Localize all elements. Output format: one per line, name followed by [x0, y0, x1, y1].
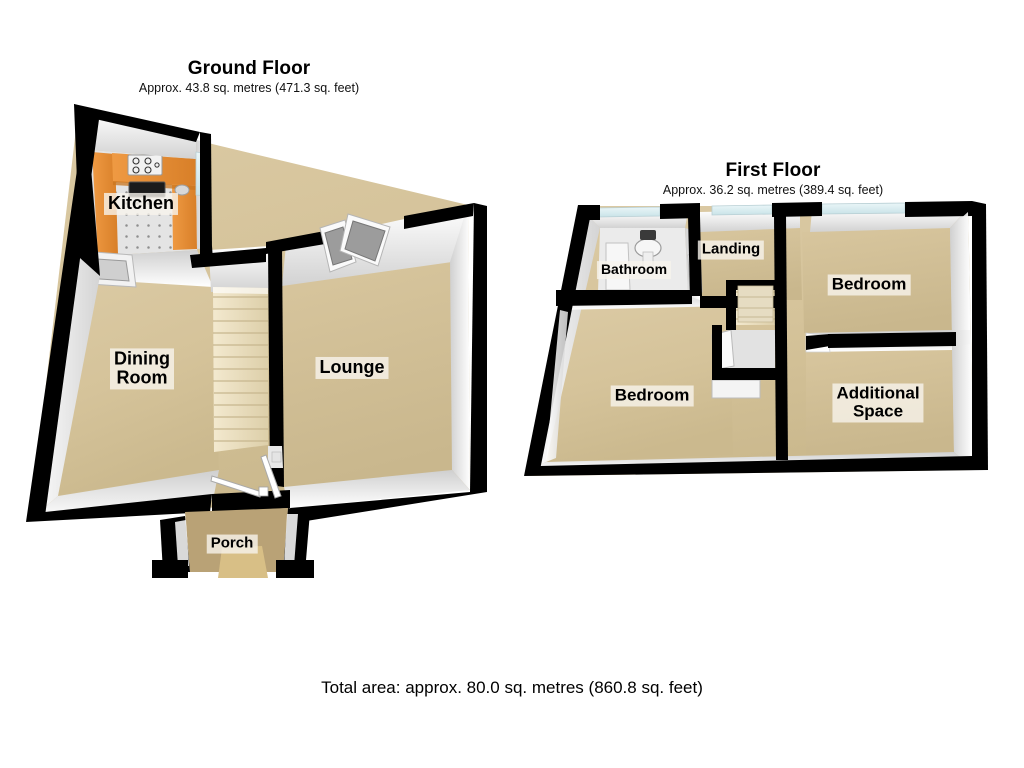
room-label-lounge: Lounge — [315, 356, 389, 380]
room-label-kitchen: Kitchen — [103, 192, 179, 216]
addspace-right-wall-face — [952, 344, 972, 456]
bedroom-rear-left-wall-face — [546, 310, 568, 462]
ground-floor-title: Ground Floor — [187, 58, 311, 79]
dining-wall-bottom-face — [30, 470, 219, 520]
ground-floor-model — [26, 104, 487, 578]
kitchen-units-right — [172, 184, 197, 250]
room-label-bedroom-rear: Bedroom — [610, 385, 694, 407]
total-area-text: Total area: approx. 80.0 sq. metres (860… — [321, 678, 703, 697]
hall-doors — [210, 454, 282, 499]
bedroom-front-window-glass — [821, 202, 906, 215]
ground-floor-heading: Ground Floor Approx. 43.8 sq. metres (47… — [104, 58, 394, 96]
porch-wall-right-inner — [284, 514, 298, 566]
bedroom-front-right-wall-face — [950, 212, 970, 330]
kitchen-wall-top-face — [78, 112, 196, 159]
bathroom-window-glass — [597, 206, 661, 218]
porch-front-opening — [218, 546, 268, 578]
porch-step-right — [276, 560, 314, 578]
room-label-porch: Porch — [206, 534, 258, 554]
room-label-dining-room: Dining Room — [110, 348, 174, 390]
stairwell-void — [730, 330, 775, 372]
porch-wall-left-inner — [175, 520, 189, 566]
kitchen-hob-icon — [127, 154, 163, 176]
kitchen-sink-icon — [174, 184, 190, 196]
ground-floor-area: Approx. 43.8 sq. metres (471.3 sq. feet) — [138, 81, 360, 95]
first-floor-title: First Floor — [725, 160, 821, 181]
landing-window-glass — [711, 204, 773, 216]
porch-step-left — [152, 560, 188, 578]
first-floor-area: Approx. 36.2 sq. metres (389.4 sq. feet) — [662, 183, 884, 197]
room-label-bathroom: Bathroom — [596, 261, 672, 279]
hall-lounge-partition — [268, 246, 284, 487]
ground-staircase — [213, 287, 268, 452]
room-label-landing: Landing — [697, 240, 765, 260]
airing-cupboard-shelves — [737, 285, 774, 323]
room-label-bedroom-front: Bedroom — [827, 274, 911, 296]
lounge-wall-right-face — [450, 205, 470, 490]
ground-floor-outer-walls — [26, 104, 487, 522]
lounge-french-doors — [319, 213, 391, 273]
lounge-wall-bottom-face — [284, 470, 470, 508]
room-label-additional-space: Additional Space — [832, 383, 924, 423]
toilet-icon — [640, 230, 656, 240]
first-floor-heading: First Floor Approx. 36.2 sq. metres (389… — [628, 160, 918, 198]
bedroom-rear-floor — [546, 306, 733, 462]
hall-wall-nub — [271, 451, 282, 463]
